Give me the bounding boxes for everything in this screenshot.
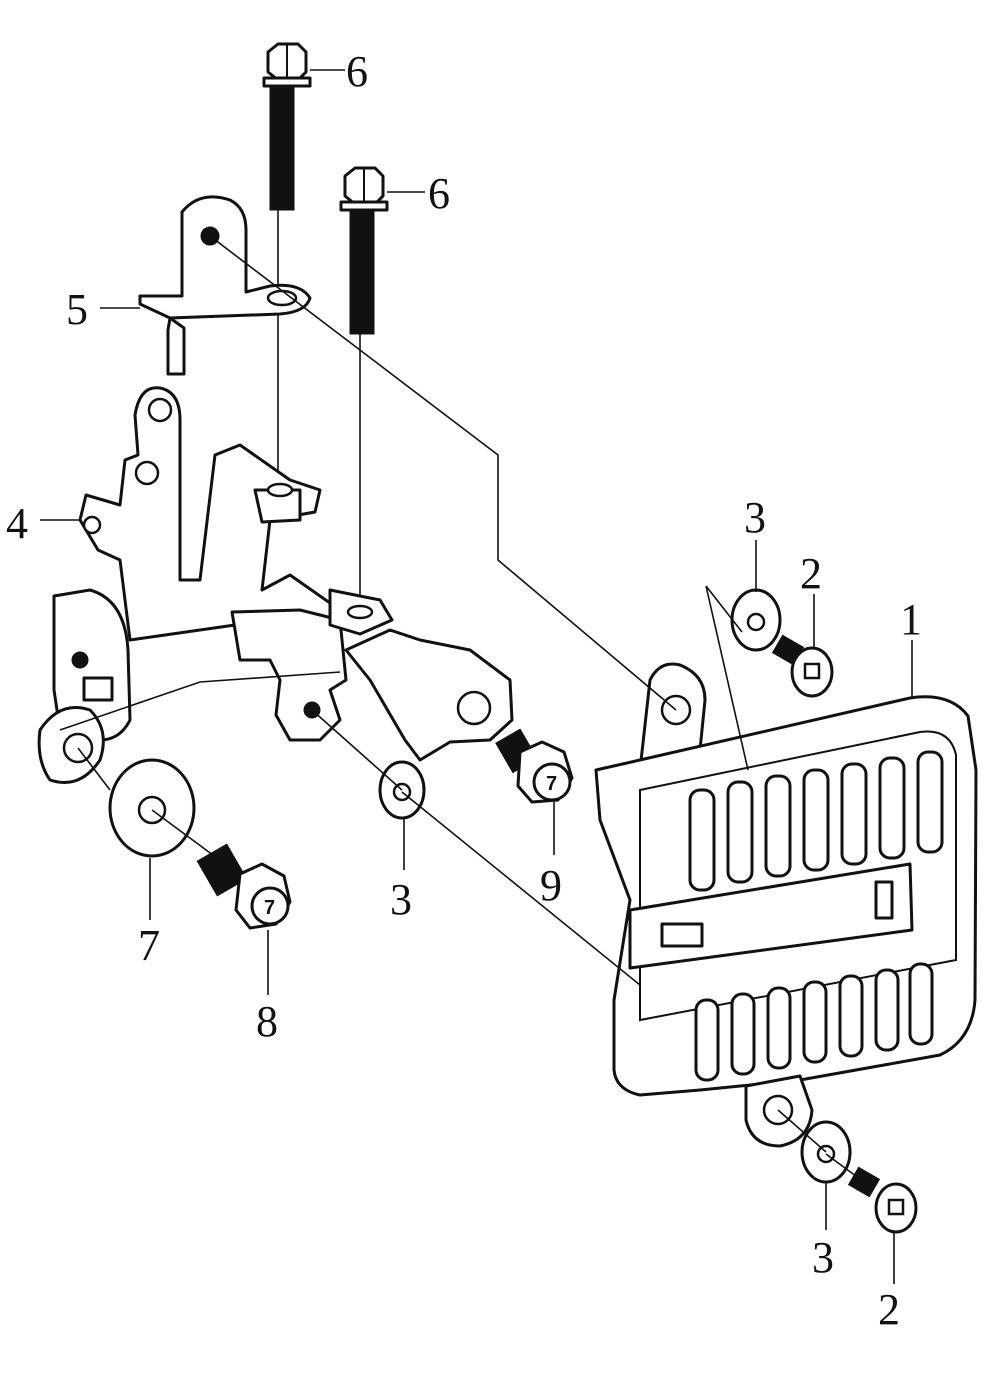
lower-strap-bracket — [230, 588, 514, 762]
lower-left-bracket — [37, 588, 132, 784]
callout-5: 5 — [66, 285, 88, 334]
lower-fins — [694, 962, 934, 1082]
callout-3-middle: 3 — [390, 875, 412, 924]
bolt-6-left — [262, 42, 345, 211]
screw-2-upper — [771, 634, 834, 698]
callout-3-upper: 3 — [744, 493, 766, 542]
upper-fins — [688, 750, 944, 892]
washer-3-upper — [730, 588, 782, 652]
callout-2-lower: 2 — [878, 1285, 900, 1334]
bolt-6-right — [339, 166, 425, 335]
callout-6-top: 6 — [346, 47, 368, 96]
screw-2-lower — [847, 1166, 918, 1234]
callout-3-lower: 3 — [812, 1233, 834, 1282]
bolt-9-head-mark: 7 — [546, 773, 557, 795]
callout-labels: 6 6 5 4 3 2 1 7 3 9 8 3 2 — [6, 47, 922, 1334]
bolt-9: 7 — [495, 728, 574, 804]
callout-1: 1 — [900, 595, 922, 644]
bolt-8-head-mark: 7 — [264, 897, 275, 919]
callout-8: 8 — [256, 997, 278, 1046]
washer-7 — [108, 758, 196, 858]
regulator-1 — [594, 662, 978, 1148]
bolt-8: 7 — [196, 843, 292, 930]
callout-4: 4 — [6, 499, 28, 548]
bracket-4 — [40, 386, 342, 642]
callout-9: 9 — [540, 861, 562, 910]
assembly-lines — [59, 235, 913, 1284]
callout-7: 7 — [138, 921, 160, 970]
callout-6-second: 6 — [428, 169, 450, 218]
callout-2-upper: 2 — [800, 549, 822, 598]
